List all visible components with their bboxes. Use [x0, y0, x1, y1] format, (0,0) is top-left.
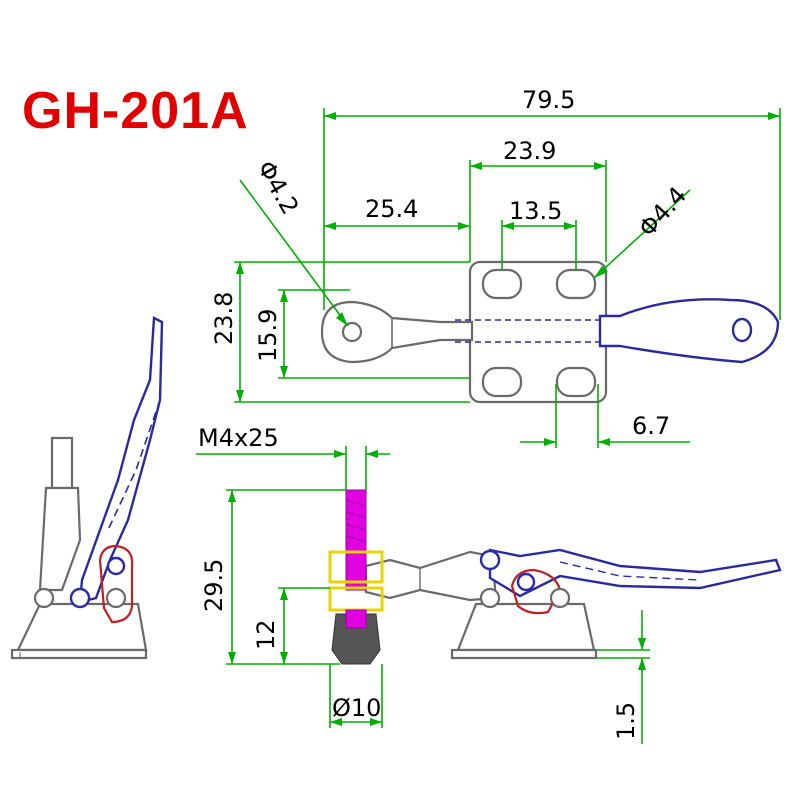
side-base — [16, 602, 148, 652]
top-view — [320, 260, 780, 404]
closed-lever — [488, 548, 782, 598]
handle-hole — [731, 317, 753, 343]
side-pivot — [105, 587, 127, 609]
mount-slot — [481, 366, 523, 398]
dim-hole-spacing-inner: 13.5 — [509, 197, 562, 225]
dim-base-thickness: 1.5 — [612, 702, 640, 740]
rubber-pad — [331, 613, 381, 665]
mount-slot — [555, 366, 597, 398]
nut-upper — [328, 550, 384, 584]
closed-link — [510, 568, 562, 615]
dim-bolt-height: 29.5 — [200, 559, 228, 612]
model-title: GH-201A — [22, 82, 249, 140]
dim-pad-dia: Ø10 — [332, 694, 381, 722]
side-pivot — [33, 587, 55, 609]
bolt — [345, 489, 367, 591]
dim-pad-height: 12 — [252, 619, 280, 650]
dim-plate-offset: 6.7 — [632, 412, 670, 440]
dim-height-inner: 15.9 — [254, 309, 282, 362]
side-link — [98, 544, 134, 624]
side-pivot — [69, 587, 91, 609]
lower-dimensions: M4x25 29.5 12 Ø10 1.5 — [196, 424, 650, 744]
pivot-hole — [341, 321, 363, 343]
dim-overall-length: 79.5 — [522, 86, 575, 114]
side-spindle — [50, 436, 74, 490]
side-pivot — [106, 556, 126, 576]
dim-height-outer: 23.8 — [210, 292, 238, 345]
closed-pivot — [516, 572, 536, 592]
mount-slot — [555, 268, 597, 300]
side-view-closed — [328, 489, 782, 665]
dim-pivot-to-plate: 25.4 — [365, 195, 418, 223]
closed-pivot — [479, 587, 501, 609]
closed-arm — [364, 550, 498, 602]
closed-pivot — [549, 587, 571, 609]
dim-hole-spacing-outer: 23.9 — [503, 137, 556, 165]
spindle-arm — [320, 300, 474, 364]
dim-bolt-size: M4x25 — [198, 424, 279, 452]
dim-hole-dia-left: Φ4.2 — [252, 156, 305, 219]
closed-pivot — [479, 549, 501, 571]
handle-top — [598, 298, 780, 364]
side-view-open — [10, 316, 164, 660]
mount-slot — [481, 268, 523, 300]
side-arm — [38, 486, 82, 592]
